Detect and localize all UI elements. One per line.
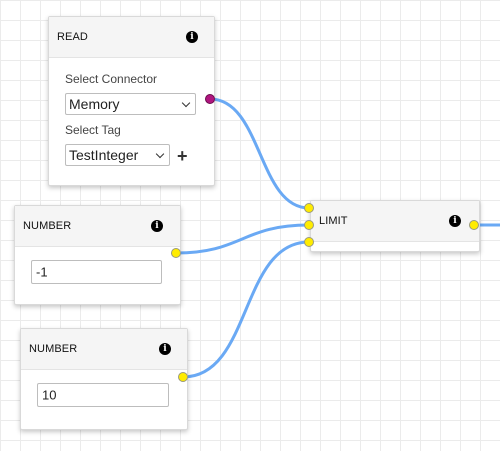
tag-select[interactable]: TestInteger xyxy=(65,144,170,166)
limit-node-title: LIMIT xyxy=(319,215,348,227)
info-icon[interactable]: i xyxy=(151,220,163,232)
wire-read-to-limit xyxy=(209,97,310,210)
connector-select[interactable]: Memory xyxy=(65,93,196,115)
plus-icon[interactable]: + xyxy=(177,146,188,166)
number-2-value: 10 xyxy=(42,387,57,403)
number-1-input[interactable]: -1 xyxy=(31,260,162,284)
number-node-2[interactable]: NUMBER i 10 xyxy=(20,328,188,430)
limit-input-port-2[interactable] xyxy=(304,220,314,230)
number-node-2-title: NUMBER xyxy=(29,343,78,355)
number-2-output-port[interactable] xyxy=(178,372,188,382)
info-icon[interactable]: i xyxy=(159,343,171,355)
wire-number1-to-limit xyxy=(175,223,310,255)
connector-select-value: Memory xyxy=(69,96,120,112)
limit-input-port-1[interactable] xyxy=(304,203,314,213)
select-connector-label: Select Connector xyxy=(65,72,158,86)
chevron-down-icon xyxy=(155,149,165,159)
number-2-input[interactable]: 10 xyxy=(37,383,169,407)
select-tag-label: Select Tag xyxy=(65,123,121,137)
info-icon[interactable]: i xyxy=(449,215,461,227)
info-icon[interactable]: i xyxy=(186,31,198,43)
number-node-1-title: NUMBER xyxy=(23,220,72,232)
limit-input-port-3[interactable] xyxy=(304,237,314,247)
read-node-header[interactable]: READ i xyxy=(49,17,214,58)
read-node-title: READ xyxy=(57,31,88,43)
number-node-1-header[interactable]: NUMBER i xyxy=(15,206,180,247)
limit-output-port[interactable] xyxy=(469,220,479,230)
number-node-2-header[interactable]: NUMBER i xyxy=(21,329,187,370)
limit-node[interactable]: LIMIT i xyxy=(310,200,480,252)
number-1-value: -1 xyxy=(36,264,48,280)
number-1-output-port[interactable] xyxy=(171,248,181,258)
tag-select-value: TestInteger xyxy=(69,147,139,163)
wire-number2-to-limit xyxy=(182,240,310,379)
limit-node-header[interactable]: LIMIT i xyxy=(311,201,479,242)
read-output-port[interactable] xyxy=(205,94,215,104)
read-node[interactable]: READ i Select Connector Memory Select Ta… xyxy=(48,16,215,186)
chevron-down-icon xyxy=(181,98,191,108)
number-node-1[interactable]: NUMBER i -1 xyxy=(14,205,181,305)
